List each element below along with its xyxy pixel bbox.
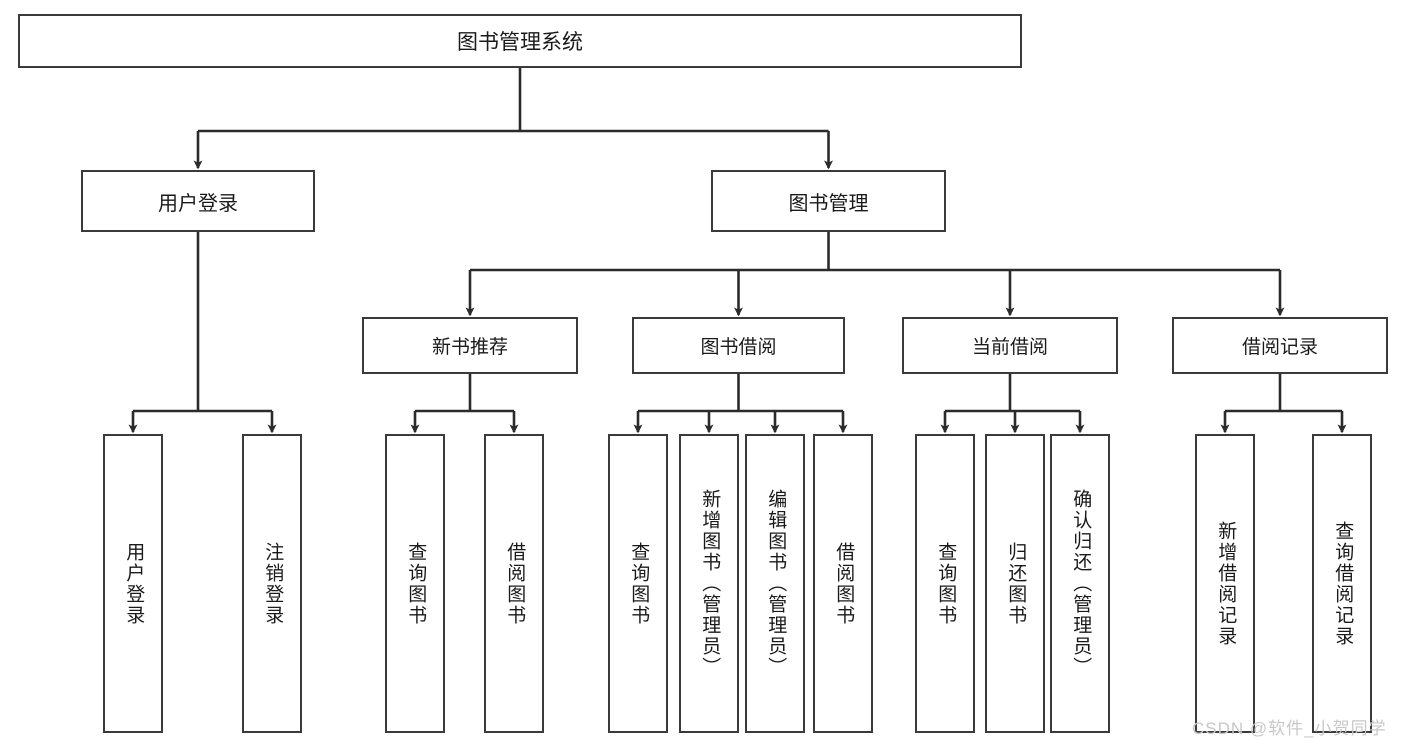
leaf-logout[interactable]: 注销登录 (242, 434, 302, 733)
node-new-book-recommend-label: 新书推荐 (431, 337, 508, 358)
leaf-confirm-return[interactable]: 确认归还（管理员） (1050, 434, 1110, 733)
leaf-borrow-book-2[interactable]: 借阅图书 (813, 434, 873, 733)
leaf-add-record-label: 新增借阅记录 (1215, 520, 1237, 647)
leaf-query-book-3[interactable]: 查询图书 (915, 434, 975, 733)
node-new-book-recommend[interactable]: 新书推荐 (362, 317, 578, 374)
leaf-add-book-label: 新增图书（管理员） (699, 489, 721, 678)
leaf-edit-book-label: 编辑图书（管理员） (765, 489, 787, 678)
leaf-query-book-1[interactable]: 查询图书 (385, 434, 445, 733)
leaf-add-record[interactable]: 新增借阅记录 (1195, 434, 1255, 733)
leaf-return-book[interactable]: 归还图书 (985, 434, 1045, 733)
leaf-user-login[interactable]: 用户登录 (103, 434, 163, 733)
node-borrow-record[interactable]: 借阅记录 (1172, 317, 1388, 374)
node-book-borrow[interactable]: 图书借阅 (632, 317, 845, 374)
leaf-borrow-book-2-label: 借阅图书 (833, 541, 855, 626)
leaf-query-record-label: 查询借阅记录 (1332, 520, 1354, 647)
node-book-management-label: 图书管理 (788, 192, 869, 215)
leaf-query-record[interactable]: 查询借阅记录 (1312, 434, 1372, 733)
node-current-borrow[interactable]: 当前借阅 (902, 317, 1118, 374)
leaf-edit-book[interactable]: 编辑图书（管理员） (745, 434, 805, 733)
leaf-query-book-1-label: 查询图书 (405, 541, 427, 626)
leaf-query-book-2-label: 查询图书 (628, 541, 650, 626)
leaf-return-book-label: 归还图书 (1005, 541, 1027, 626)
leaf-confirm-return-label: 确认归还（管理员） (1070, 489, 1092, 678)
leaf-borrow-book-1[interactable]: 借阅图书 (484, 434, 544, 733)
node-user-login[interactable]: 用户登录 (81, 170, 315, 232)
leaf-borrow-book-1-label: 借阅图书 (504, 541, 526, 626)
leaf-add-book[interactable]: 新增图书（管理员） (679, 434, 739, 733)
node-book-borrow-label: 图书借阅 (700, 337, 777, 358)
node-user-login-label: 用户登录 (158, 192, 238, 215)
node-borrow-record-label: 借阅记录 (1241, 337, 1318, 358)
leaf-user-login-label: 用户登录 (123, 541, 145, 626)
leaf-query-book-2[interactable]: 查询图书 (608, 434, 668, 733)
node-root[interactable]: 图书管理系统 (18, 14, 1022, 68)
node-current-borrow-label: 当前借阅 (971, 337, 1048, 358)
node-root-label: 图书管理系统 (457, 31, 583, 54)
leaf-query-book-3-label: 查询图书 (935, 541, 957, 626)
leaf-logout-label: 注销登录 (262, 541, 284, 626)
node-book-management[interactable]: 图书管理 (711, 170, 946, 232)
